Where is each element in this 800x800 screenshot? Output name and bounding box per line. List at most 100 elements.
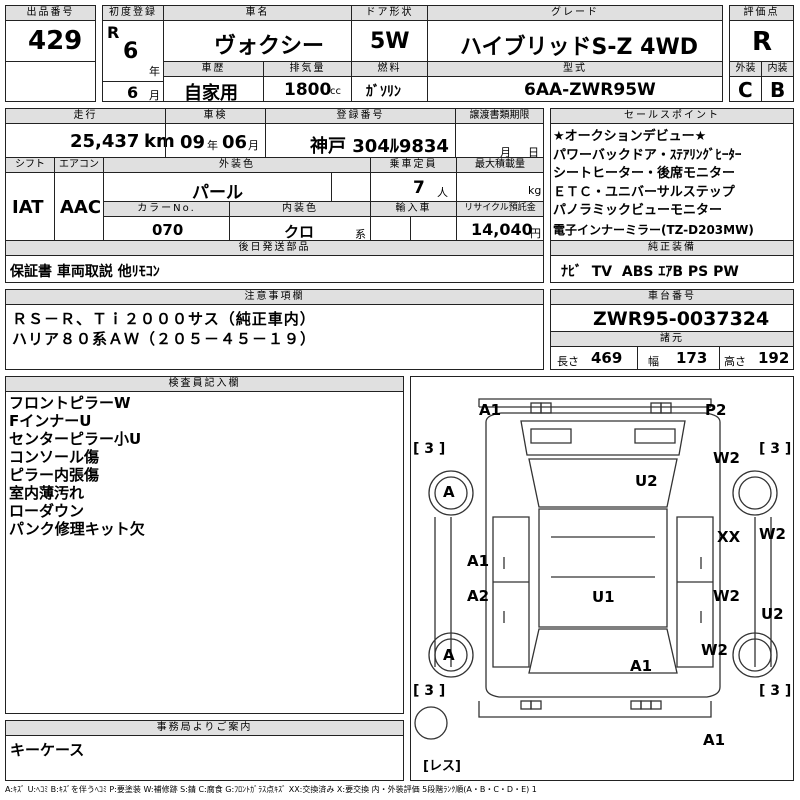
inspection-month-unit: 月 [248, 139, 259, 152]
width-label: 幅 [648, 355, 659, 368]
int-cell: B [761, 76, 794, 102]
chassis-cell: ZWR95-0037324 [550, 304, 794, 332]
ext-value: C [738, 78, 753, 102]
model-value: 6AA-ZWR95W [524, 80, 656, 100]
lot-number-cell: 429 [5, 20, 96, 62]
length-label: 長さ [557, 355, 579, 368]
later-parts-label: 後日発送部品 [5, 240, 544, 256]
mark-a1-rear: A1 [630, 657, 653, 675]
history-label: 車歴 [163, 61, 264, 77]
bracket-br: [ 3 ] [759, 683, 792, 699]
width-cell: 幅 173 [637, 346, 720, 370]
year-unit: 年 [149, 65, 160, 78]
length-cell: 長さ 469 [550, 346, 638, 370]
bracket-bl: [ 3 ] [413, 683, 446, 699]
mark-w2-right-rear: W2 [713, 587, 740, 605]
bracket-tire: [レス] [423, 759, 461, 774]
displacement-value: 1800 [284, 80, 332, 100]
first-reg-label: 初度登録 [102, 5, 164, 21]
color-no-cell: 070 [103, 216, 230, 241]
score-value: R [752, 27, 773, 57]
later-parts-value: 保証書 車両取説 他ﾘﾓｺﾝ [10, 264, 160, 280]
capacity-unit: 人 [437, 186, 448, 199]
int-color-value: クロ [284, 223, 315, 241]
dims-label: 諸元 [550, 331, 794, 347]
height-value: 192 [758, 349, 790, 367]
mark-p2: P2 [705, 401, 727, 419]
equip-value: ﾅﾋﾞ TV ABS ｴｱB PS PW [561, 264, 739, 280]
capacity-value: 7 [413, 178, 425, 198]
int-value: B [770, 78, 786, 102]
fuel-label: 燃料 [351, 61, 428, 77]
later-parts-cell: 保証書 車両取説 他ﾘﾓｺﾝ [5, 255, 544, 283]
sales-point: ★オークションデビュー★ [553, 129, 707, 144]
inspector-line: フロントピラーW [9, 394, 131, 412]
office-cell: キーケース [5, 735, 404, 781]
reg-cell: 神戸 304ﾙ9834 [265, 123, 456, 158]
note-line: ＲＳ－Ｒ、Ｔｉ２０００サス（純正車内） [12, 310, 316, 328]
score-cell: R [729, 20, 794, 62]
displacement-unit: cc [330, 86, 341, 97]
color-label: 外装色 [103, 157, 371, 173]
transfer-day: 日 [528, 146, 539, 159]
load-unit: kg [528, 184, 542, 197]
inspector-line: ピラー内張傷 [9, 466, 100, 484]
mark-w2-front-right: W2 [713, 449, 740, 467]
car-diagram-panel: [ 3 ] [ 3 ] [ 3 ] [ 3 ] [レス] A1 P2 U2 W2… [410, 376, 794, 781]
color-value: パール [192, 183, 243, 203]
sales-points-cell: ★オークションデビュー★ パワーバックドア・ｽﾃｱﾘﾝｸﾞﾋｰﾀｰ シートヒータ… [550, 123, 794, 241]
mark-a2: A2 [467, 587, 490, 605]
mark-a1-left: A1 [467, 552, 490, 570]
fuel-cell: ｶﾞｿﾘﾝ [351, 76, 428, 102]
width-value: 173 [676, 349, 708, 367]
mark-w2-right: W2 [759, 525, 786, 543]
sales-label: セールスポイント [550, 108, 794, 124]
transfer-label: 譲渡書類期限 [455, 108, 544, 124]
mark-u2: U2 [635, 472, 658, 490]
sales-points-list: ★オークションデビュー★ パワーバックドア・ｽﾃｱﾘﾝｸﾞﾋｰﾀｰ シートヒータ… [553, 128, 754, 239]
recycle-value: 14,040 [471, 220, 533, 239]
inspector-lines: フロントピラーW FインナーU センターピラー小U コンソール傷 ピラー内張傷 … [9, 394, 145, 538]
mark-a-rear-left: A [443, 646, 455, 664]
inspection-label: 車検 [165, 108, 266, 124]
ac-label: エアコン [54, 157, 104, 173]
import-cell-b [410, 216, 457, 241]
color-no-value: 070 [152, 221, 184, 239]
door-value: 5W [370, 29, 410, 54]
mark-u2-right: U2 [761, 605, 784, 623]
inspection-year-unit: 年 [207, 139, 218, 152]
inspector-label: 検査員記入欄 [5, 376, 404, 392]
reg-label: 登録番号 [265, 108, 456, 124]
shift-cell: IAT [5, 172, 55, 241]
bracket-tl: [ 3 ] [413, 441, 446, 457]
inspector-cell: フロントピラーW FインナーU センターピラー小U コンソール傷 ピラー内張傷 … [5, 391, 404, 714]
mark-a-front-left: A [443, 483, 455, 501]
chassis-value: ZWR95-0037324 [593, 308, 770, 330]
office-value: キーケース [10, 741, 85, 759]
color-extra-cell [331, 172, 371, 202]
capacity-label: 乗車定員 [370, 157, 457, 173]
inspector-line: FインナーU [9, 412, 92, 430]
first-reg-month-cell: 6 月 [102, 81, 164, 102]
door-label: ドア形状 [351, 5, 428, 21]
shift-value: IAT [12, 197, 44, 218]
int-color-unit: 系 [355, 228, 366, 241]
inspection-year: 09 [180, 132, 206, 153]
history-value: 自家用 [184, 83, 238, 104]
transfer-month: 月 [500, 146, 511, 159]
recycle-label: リサイクル預託金 [456, 201, 544, 217]
int-color-cell: クロ 系 [229, 216, 371, 241]
ext-label: 外装 [729, 61, 762, 77]
lot-blank-cell [5, 61, 96, 102]
equip-label: 純正装備 [550, 240, 794, 256]
mileage-value: 25,437 [70, 131, 140, 152]
car-diagram [414, 398, 778, 740]
door-cell: 5W [351, 20, 428, 62]
load-cell: kg [456, 172, 544, 202]
score-label: 評価点 [729, 5, 794, 21]
inspector-line: コンソール傷 [9, 448, 100, 466]
displacement-label: 排気量 [263, 61, 352, 77]
note-line: ハリア８０系ＡＷ（２０５－４５－１９） [12, 330, 317, 348]
int-label: 内装 [761, 61, 794, 77]
mark-u1: U1 [592, 588, 615, 606]
